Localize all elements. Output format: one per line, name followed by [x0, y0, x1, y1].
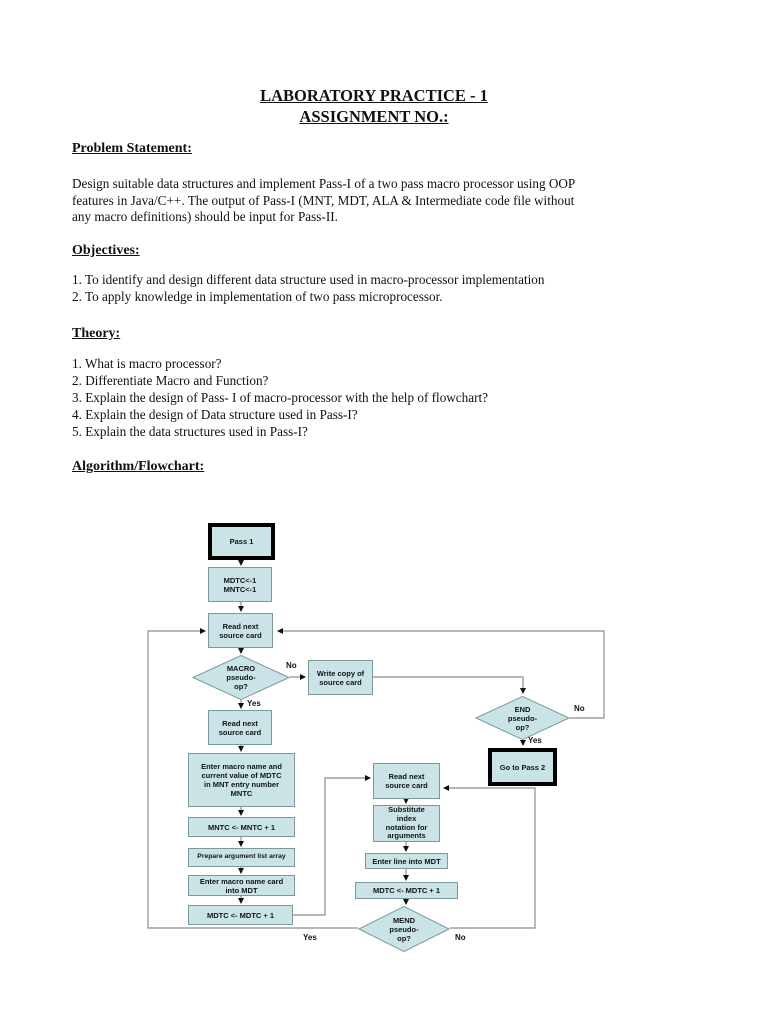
- theory-item: 4. Explain the design of Data structure …: [72, 407, 358, 422]
- theory-item: 2. Differentiate Macro and Function?: [72, 373, 269, 388]
- node-label: Enter line into MDT: [372, 856, 441, 866]
- edge-label-end-no: No: [574, 704, 585, 713]
- node-label: Pass 1: [229, 537, 254, 546]
- flowchart-node-read-next-source-card-3: Read next source card: [373, 763, 440, 799]
- node-label: MEND pseudo- op?: [389, 915, 419, 943]
- flowchart-node-end-decision: END pseudo- op?: [475, 696, 570, 740]
- node-label: MDTC <- MDTC + 1: [372, 886, 441, 895]
- node-label: MDTC <- MDTC + 1: [206, 910, 275, 920]
- algorithm-flowchart-heading: Algorithm/Flowchart:: [72, 459, 205, 474]
- flowchart-node-write-copy: Write copy of source card: [308, 660, 373, 695]
- flowchart-node-mend-decision: MEND pseudo- op?: [358, 906, 450, 952]
- problem-statement-heading: Problem Statement:: [72, 141, 192, 156]
- node-label: Write copy of source card: [316, 668, 365, 687]
- theory-item: 1. What is macro processor?: [72, 356, 222, 371]
- node-label: MACRO pseudo- op?: [226, 664, 256, 691]
- flowchart-node-enter-macro-name-card: Enter macro name card into MDT: [188, 875, 295, 896]
- objective-item: 2. To apply knowledge in implementation …: [72, 288, 443, 304]
- page-subtitle: ASSIGNMENT NO.:: [299, 106, 449, 126]
- flowchart-node-enter-mnt-entry: Enter macro name and current value of MD…: [188, 753, 295, 807]
- flowchart-node-substitute-index-notation: Substitute index notation for arguments: [373, 805, 440, 842]
- flowchart-node-mntc-increment: MNTC <- MNTC + 1: [188, 817, 295, 837]
- flowchart-node-mdtc-increment-left: MDTC <- MDTC + 1: [188, 905, 293, 925]
- node-label: Go to Pass 2: [499, 762, 546, 772]
- node-label: MNTC <- MNTC + 1: [207, 822, 276, 832]
- edge-label-macro-yes: Yes: [247, 699, 261, 708]
- objectives-heading: Objectives:: [72, 243, 140, 258]
- diamond-shape: [192, 655, 290, 700]
- objective-item: 1. To identify and design different data…: [72, 272, 545, 287]
- problem-statement-line: any macro definitions) should be input f…: [72, 209, 338, 224]
- edge-label-end-yes: Yes: [528, 736, 542, 745]
- node-label: Enter macro name and current value of MD…: [201, 762, 282, 798]
- edge-label-macro-no: No: [286, 661, 297, 670]
- flowchart-node-mdtc-increment-right: MDTC <- MDTC + 1: [355, 882, 458, 899]
- diamond-shape: [475, 696, 570, 740]
- flowchart-node-read-next-source-card-2: Read next source card: [208, 710, 272, 745]
- theory-heading: Theory:: [72, 326, 121, 341]
- node-label: Read next source card: [218, 718, 262, 737]
- edge-label-mend-no: No: [455, 933, 466, 942]
- node-label: Prepare argument list array: [197, 853, 286, 861]
- node-label: Read next source card: [385, 772, 428, 790]
- document-header: LABORATORY PRACTICE - 1 ASSIGNMENT NO.:: [72, 86, 676, 127]
- page-title: LABORATORY PRACTICE - 1: [260, 86, 488, 105]
- problem-statement-line: Design suitable data structures and impl…: [72, 176, 576, 191]
- node-label: Enter macro name card into MDT: [199, 876, 284, 895]
- node-label: Read next source card: [219, 621, 262, 640]
- flowchart-node-enter-line-into-mdt: Enter line into MDT: [365, 853, 448, 869]
- flowchart-node-read-next-source-card-1: Read next source card: [208, 613, 273, 648]
- node-label: Substitute index notation for arguments: [385, 805, 428, 841]
- flowchart-node-macro-decision: MACRO pseudo- op?: [192, 655, 290, 700]
- theory-item: 3. Explain the design of Pass- I of macr…: [72, 390, 489, 405]
- edge-label-mend-yes: Yes: [303, 933, 317, 942]
- flowchart-node-prepare-argument-list: Prepare argument list array: [188, 848, 295, 867]
- theory-item: 5. Explain the data structures used in P…: [72, 424, 308, 439]
- flowchart-node-init-counters: MDTC<-1 MNTC<-1: [208, 567, 272, 602]
- flowchart-node-goto-pass-2: Go to Pass 2: [488, 748, 557, 786]
- node-label: END pseudo- op?: [507, 704, 538, 732]
- diamond-shape: [358, 906, 450, 952]
- node-label: MDTC<-1 MNTC<-1: [223, 575, 257, 594]
- flowchart-node-pass-1: Pass 1: [208, 523, 275, 560]
- problem-statement-line: features in Java/C++. The output of Pass…: [72, 192, 575, 208]
